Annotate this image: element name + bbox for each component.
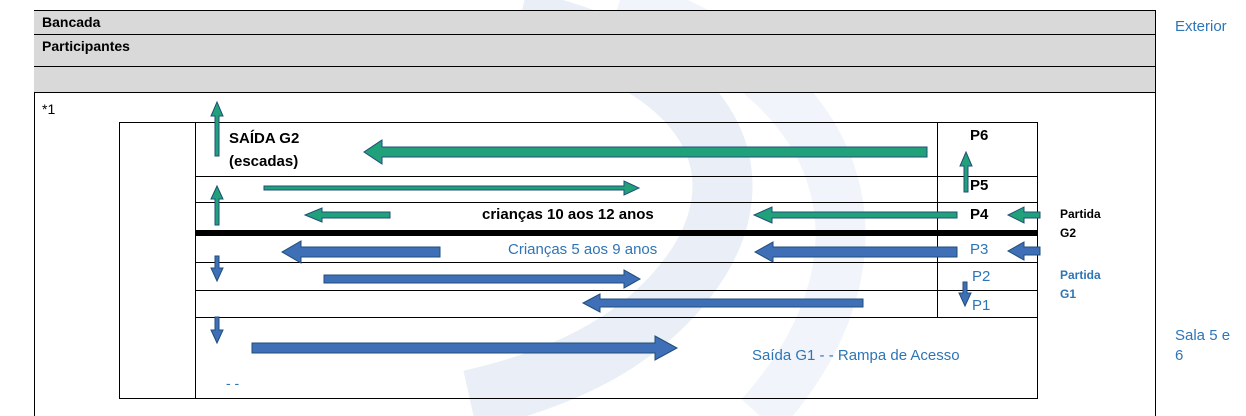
header-row-participantes: Participantes: [34, 35, 1155, 67]
partida-g2-label: Partida G2: [1060, 207, 1101, 240]
header-row-bancada: Bancada: [34, 11, 1155, 35]
arrow-partida-g2-top: [1006, 206, 1041, 224]
saida-g1-label: Saída G1 - - Rampa de Acesso: [752, 347, 960, 364]
lane-line-5: [195, 317, 1038, 318]
lane-line-2: [195, 202, 1038, 203]
lane-line-4: [195, 290, 1038, 291]
partida-g1-label: Partida G1: [1060, 268, 1101, 301]
position-p2: P2: [972, 268, 991, 285]
exterior-label: Exterior: [1175, 18, 1227, 35]
criancas-5-9-label: Crianças 5 aos 9 anos: [508, 241, 658, 258]
table-divider-right: [1155, 10, 1156, 416]
position-p3: P3: [970, 241, 989, 258]
arrow-down-lane-2: [210, 316, 224, 345]
lane-line-3: [195, 262, 1038, 263]
arrow-p1-left: [581, 293, 864, 313]
arrow-p4-left: [752, 206, 958, 224]
arrow-p6-to-saida-g2: [363, 139, 928, 165]
arrow-p4-left-end: [303, 207, 391, 223]
arrow-partida-g2-bottom: [1006, 241, 1041, 261]
position-p4: P4: [970, 206, 989, 223]
position-p5: P5: [970, 177, 989, 194]
table-top-border: [34, 10, 1155, 11]
lane-divider-thick: [195, 230, 1038, 236]
header-participantes-label: Participantes: [42, 38, 130, 54]
arrow-exit-up-lane: [210, 184, 224, 226]
header-row-empty: [34, 67, 1155, 93]
arrow-exit-up-saida: [210, 100, 224, 157]
criancas-10-12-label: crianças 10 aos 12 anos: [482, 206, 654, 223]
arrow-p3-left: [753, 241, 958, 263]
position-p6: P6: [970, 127, 989, 144]
arrow-down-lane-1: [210, 255, 224, 283]
floor-plan-box: [119, 122, 1038, 399]
saida-g2-label: SAÍDA G2 (escadas): [229, 130, 300, 170]
dashes-mark: - -: [226, 375, 240, 391]
header-bancada-label: Bancada: [42, 14, 101, 30]
table-left-border: [34, 10, 35, 416]
arrow-saida-g1: [251, 335, 679, 361]
arrow-lane-p5-right: [263, 180, 641, 196]
arrow-p2-right: [323, 269, 642, 289]
note-marker: *1: [42, 101, 56, 117]
lane-line-1: [195, 176, 1038, 177]
arrow-criancas-left: [281, 240, 441, 264]
plan-divider-right: [937, 122, 938, 317]
position-p1: P1: [972, 297, 991, 314]
sala-label: Sala 5 e 6: [1175, 327, 1231, 364]
arrow-p2-down: [958, 281, 972, 308]
plan-divider-left: [195, 122, 196, 399]
arrow-p5-up: [959, 150, 973, 193]
